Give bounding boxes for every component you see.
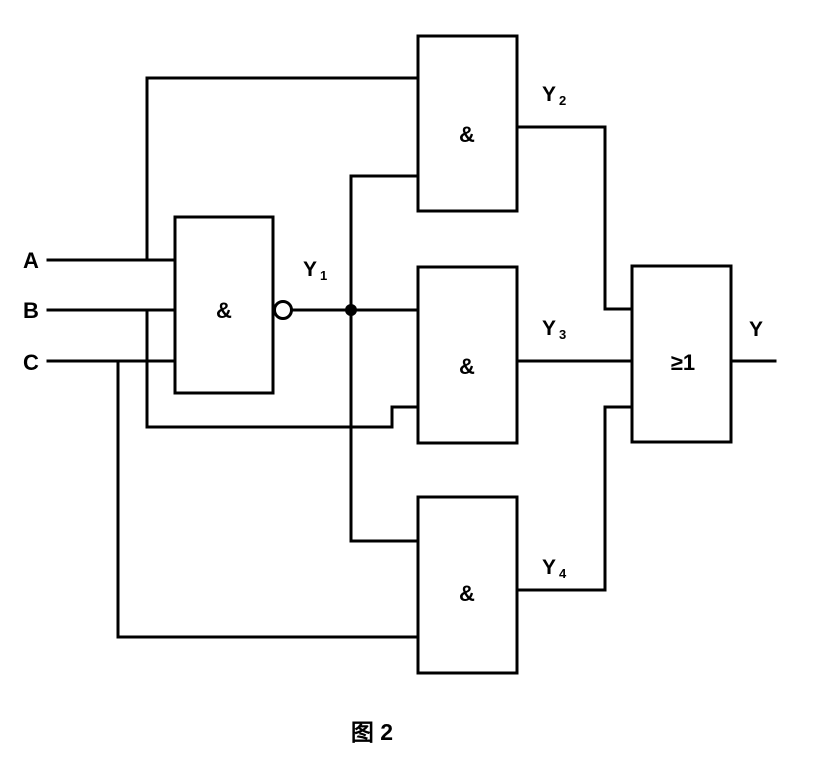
input-label-b: B [23, 298, 39, 323]
input-label-a: A [23, 248, 39, 273]
or-gate-output: ≥1 [630, 264, 733, 444]
wire-c-to-y4-gate [116, 359, 420, 639]
wire-a-to-y2-gate [145, 76, 420, 262]
figure-caption: 图 2 [351, 719, 393, 745]
and-gate-y2-body [416, 34, 519, 213]
wire-b-to-y3-gate [145, 308, 420, 429]
junction-dot [345, 304, 357, 316]
input-label-c: C [23, 350, 39, 375]
nand-gate-symbol: & [216, 298, 232, 323]
signal-label-y: Y [749, 318, 763, 341]
and-gate-y4-symbol: & [459, 581, 475, 606]
and-gate-y4: & [416, 495, 519, 675]
and-gate-y3-symbol: & [459, 354, 475, 379]
and-gate-y2-symbol: & [459, 122, 475, 147]
and-gate-y4-body [416, 495, 519, 675]
or-gate-symbol: ≥1 [671, 350, 695, 375]
inversion-bubble [273, 300, 293, 320]
wire-y4 [515, 405, 634, 592]
and-gate-y2: & [416, 34, 519, 213]
nand-gate-body [173, 215, 275, 395]
and-gate-y3: & [416, 265, 519, 445]
wires [46, 76, 777, 639]
nand-gate-y1: & [173, 215, 293, 395]
and-gate-y3-body [416, 265, 519, 445]
wire-y2 [515, 125, 634, 311]
or-gate-body [630, 264, 733, 444]
